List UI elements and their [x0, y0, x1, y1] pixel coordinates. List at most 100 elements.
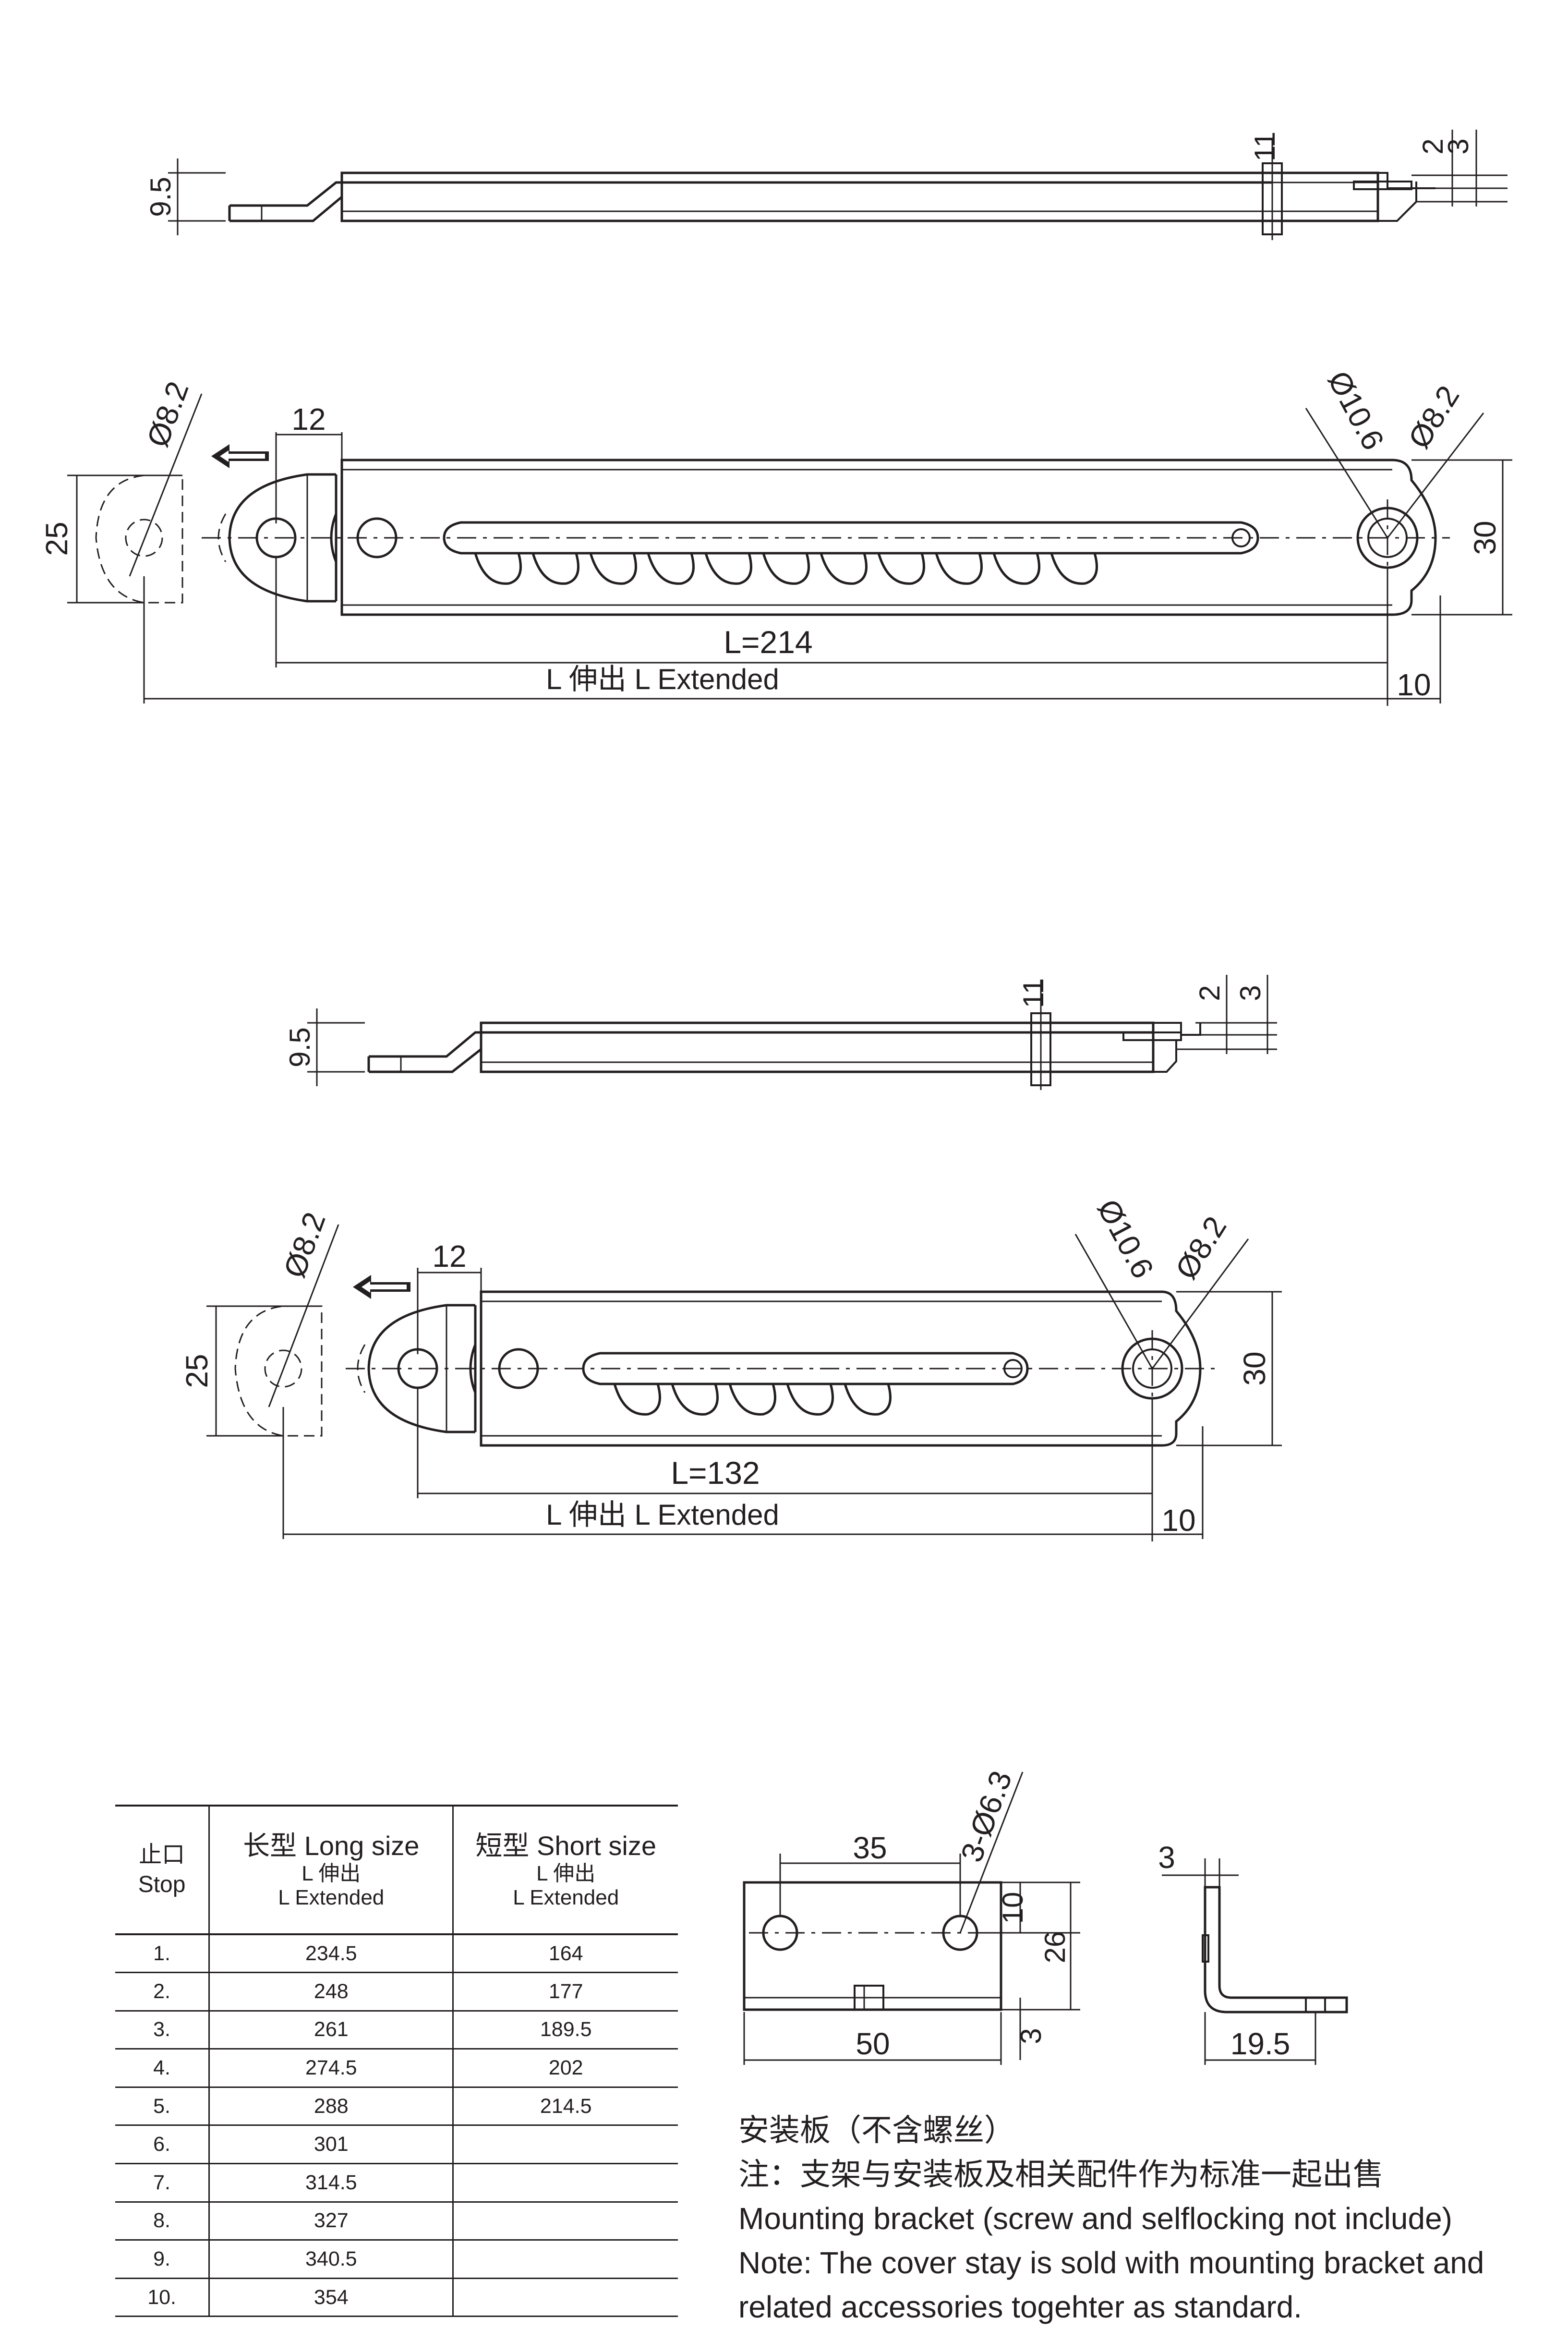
long-cell: 301 [209, 2125, 454, 2165]
long-cell: 314.5 [209, 2163, 454, 2203]
short-side-dim-a: 2 [1194, 985, 1226, 1001]
short-cell [453, 2278, 678, 2317]
svg-text:25: 25 [180, 1354, 214, 1388]
bracket-hole-offset-dim: 10 [997, 1892, 1029, 1924]
short-side-dim-b: 3 [1234, 985, 1266, 1001]
svg-text:Ø10.6: Ø10.6 [1321, 365, 1391, 456]
svg-text:11: 11 [1249, 132, 1281, 161]
svg-text:30: 30 [1468, 521, 1502, 555]
short-end-dim: 10 [1161, 1503, 1195, 1538]
svg-text:Ø8.2: Ø8.2 [277, 1208, 332, 1282]
short-length-label: L=132 [671, 1455, 760, 1491]
short-cell [453, 2163, 678, 2203]
svg-text:50: 50 [856, 2026, 890, 2061]
svg-text:9.5: 9.5 [284, 1027, 316, 1067]
svg-text:30: 30 [1237, 1351, 1272, 1385]
svg-text:10: 10 [997, 1892, 1029, 1924]
long-cell: 340.5 [209, 2240, 454, 2279]
note-line-4: Note: The cover stay is sold with mounti… [738, 2245, 1484, 2280]
stop-cell: 8. [115, 2202, 210, 2241]
short-left-hole-dim: Ø8.2 [277, 1208, 332, 1282]
svg-text:10: 10 [1397, 667, 1431, 702]
bracket-leg-dim: 19.5 [1230, 2026, 1291, 2061]
long-lug-dim: 12 [291, 402, 326, 437]
bracket-hole-spacing-dim: 35 [853, 1831, 887, 1865]
svg-text:11: 11 [1017, 978, 1049, 1008]
long-end-dim: 10 [1397, 667, 1431, 702]
short-side-hinge-dim: 11 [1017, 978, 1049, 1008]
svg-text:L=214: L=214 [724, 624, 812, 660]
stop-cell: 2. [115, 1972, 210, 2012]
svg-text:9.5: 9.5 [145, 177, 177, 217]
svg-text:19.5: 19.5 [1230, 2026, 1291, 2061]
note-line-2: 注：支架与安装板及相关配件作为标准一起出售 [738, 2157, 1384, 2192]
bracket-thickness-front-dim: 3 [1015, 2028, 1047, 2044]
short-cell: 202 [453, 2049, 678, 2088]
short-side-thickness-dim: 9.5 [284, 1027, 316, 1067]
long-cell: 234.5 [209, 1934, 454, 1974]
long-left-hole-dim: Ø8.2 [140, 377, 195, 451]
svg-text:12: 12 [291, 402, 326, 437]
table-row: 6.301 [115, 2125, 678, 2165]
short-right-outer-dim: Ø10.6 [1091, 1194, 1160, 1284]
svg-text:10: 10 [1161, 1503, 1195, 1538]
stop-cell: 5. [115, 2087, 210, 2126]
short-extended-label: L 伸出 L Extended [546, 1499, 779, 1531]
table-header-row: 止口 Stop 长型 Long size L 伸出 L Extended 短型 … [115, 1805, 678, 1935]
bracket-front-view: 35 3-Ø6.3 10 26 3 50 [743, 1766, 1080, 2065]
svg-text:12: 12 [432, 1239, 466, 1274]
long-cell: 274.5 [209, 2049, 454, 2088]
table-row: 9.340.5 [115, 2240, 678, 2279]
table-row: 8.327 [115, 2202, 678, 2241]
long-extended-label: L 伸出 L Extended [546, 663, 779, 695]
bracket-hole-dim: 3-Ø6.3 [954, 1766, 1019, 1866]
svg-text:35: 35 [853, 1831, 887, 1865]
svg-text:3: 3 [1015, 2028, 1047, 2044]
svg-text:26: 26 [1039, 1931, 1071, 1964]
stop-cell: 1. [115, 1934, 210, 1974]
long-cell: 327 [209, 2202, 454, 2241]
svg-text:L 伸出 L Extended: L 伸出 L Extended [546, 663, 779, 695]
short-cell [453, 2240, 678, 2279]
svg-text:Ø8.2: Ø8.2 [1169, 1210, 1233, 1285]
note-line-1: 安装板（不含螺丝） [738, 2113, 1015, 2147]
svg-text:3: 3 [1158, 1840, 1175, 1875]
short-width-left-dim: 25 [180, 1354, 214, 1388]
bracket-thickness-side-dim: 3 [1158, 1840, 1175, 1875]
stop-cell: 7. [115, 2163, 210, 2203]
short-lug-dim: 12 [432, 1239, 466, 1274]
svg-text:L 伸出 L Extended: L 伸出 L Extended [546, 1499, 779, 1531]
svg-text:Ø8.2: Ø8.2 [140, 377, 195, 451]
short-cell: 164 [453, 1934, 678, 1974]
short-width-right-dim: 30 [1237, 1351, 1272, 1385]
short-cell: 177 [453, 1972, 678, 2012]
svg-text:2: 2 [1417, 138, 1449, 154]
long-cell: 248 [209, 1972, 454, 2012]
table-row: 10.354 [115, 2278, 678, 2317]
short-cell: 214.5 [453, 2087, 678, 2126]
stop-cell: 10. [115, 2278, 210, 2317]
long-side-view: 9.5 11 2 3 [145, 130, 1508, 240]
long-right-inner-dim: Ø8.2 [1401, 379, 1466, 454]
bracket-height-dim: 26 [1039, 1931, 1071, 1964]
long-top-view: Ø8.2 12 25 Ø10.6 Ø8.2 30 L=214 L 伸出 L Ex… [39, 365, 1512, 706]
long-width-right-dim: 30 [1468, 521, 1502, 555]
long-side-dim-a: 2 [1417, 138, 1449, 154]
long-width-left-dim: 25 [39, 522, 74, 556]
long-side-hinge-dim: 11 [1249, 132, 1281, 161]
table-row: 7.314.5 [115, 2163, 678, 2203]
long-length-label: L=214 [724, 624, 812, 660]
stop-header: 止口 Stop [115, 1805, 210, 1935]
short-side-view: 9.5 11 2 3 [284, 975, 1277, 1090]
svg-text:Ø10.6: Ø10.6 [1091, 1194, 1160, 1284]
short-top-view: Ø8.2 12 25 Ø10.6 Ø8.2 30 L=132 L 伸出 L Ex… [180, 1194, 1282, 1541]
svg-text:2: 2 [1194, 985, 1226, 1001]
note-line-3: Mounting bracket (screw and selflocking … [738, 2201, 1452, 2236]
long-size-header: 长型 Long size L 伸出 L Extended [209, 1805, 454, 1935]
stop-table: 止口 Stop 长型 Long size L 伸出 L Extended 短型 … [115, 1805, 678, 2317]
short-cell [453, 2202, 678, 2241]
long-cell: 261 [209, 2011, 454, 2050]
